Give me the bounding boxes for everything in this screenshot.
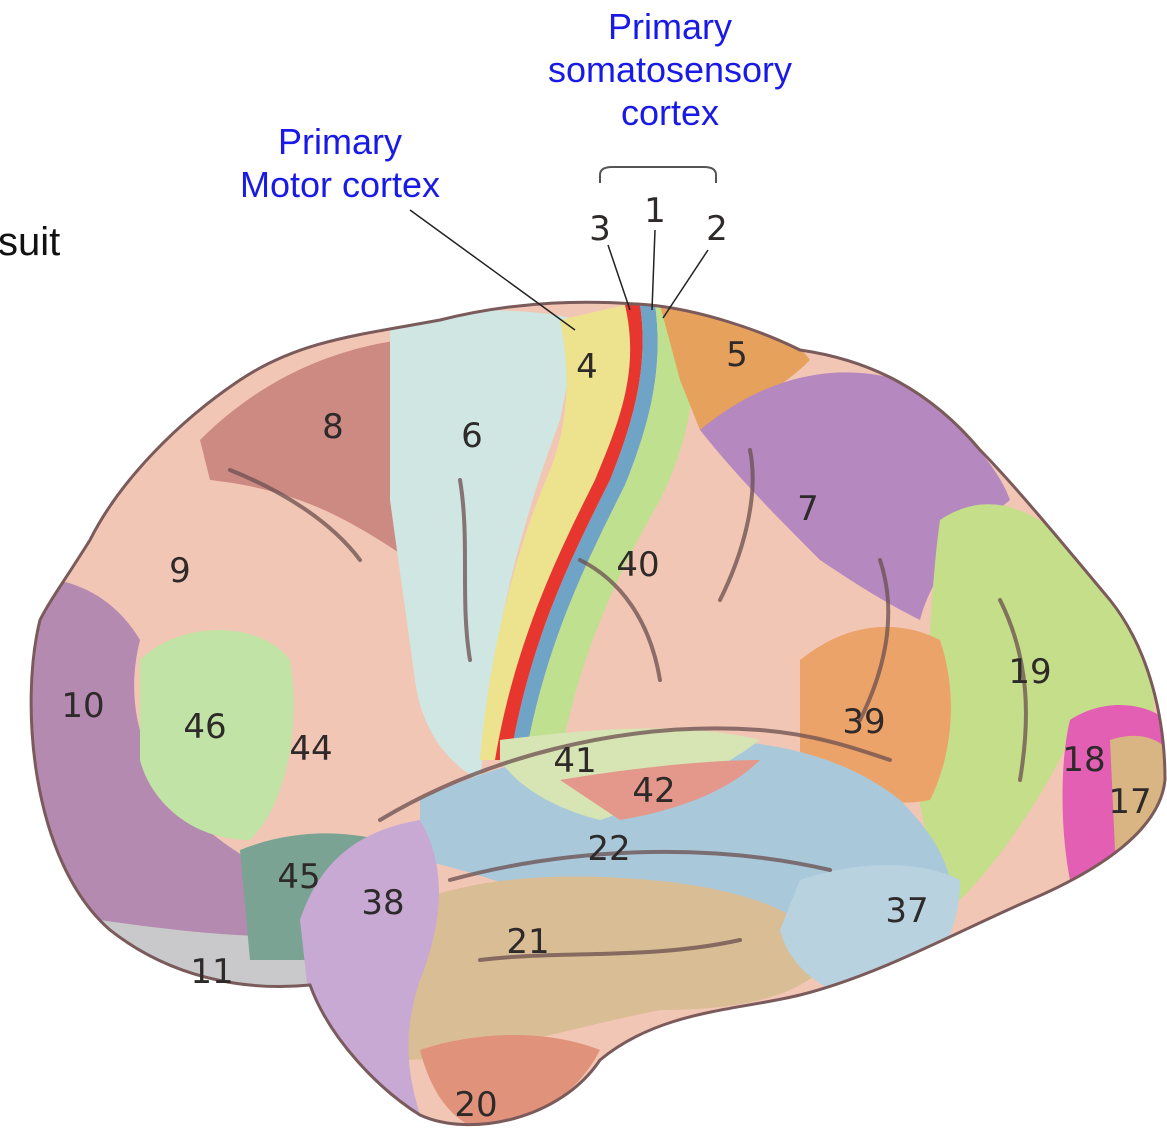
- somatosensory-brace: [600, 167, 716, 183]
- area-label-8: 8: [322, 407, 344, 447]
- area-label-41: 41: [553, 741, 596, 781]
- area-label-7: 7: [797, 489, 819, 529]
- area-label-39: 39: [842, 702, 885, 742]
- area-label-11: 11: [190, 952, 233, 992]
- area-label-42: 42: [632, 771, 675, 811]
- area-label-9: 9: [169, 551, 191, 591]
- area-label-19: 19: [1008, 652, 1051, 692]
- area-label-17: 17: [1108, 782, 1151, 822]
- area-label-46: 46: [183, 707, 226, 747]
- cortex-regions: [0, 280, 1167, 1140]
- area-label-2-top: 2: [706, 209, 728, 249]
- area-label-3-top: 3: [589, 209, 611, 249]
- area-label-38: 38: [361, 883, 404, 923]
- area-label-1-top: 1: [644, 191, 666, 231]
- area-label-6: 6: [461, 416, 483, 456]
- area-label-5: 5: [726, 335, 748, 375]
- area-label-10: 10: [61, 686, 104, 726]
- area-label-22: 22: [587, 829, 630, 869]
- area-label-18: 18: [1062, 740, 1105, 780]
- area-label-44: 44: [289, 729, 332, 769]
- area-label-21: 21: [506, 922, 549, 962]
- area-label-37: 37: [885, 891, 928, 931]
- area-label-4: 4: [576, 347, 598, 387]
- area-label-40: 40: [616, 545, 659, 585]
- area-label-20: 20: [454, 1085, 497, 1125]
- area-label-45: 45: [277, 857, 320, 897]
